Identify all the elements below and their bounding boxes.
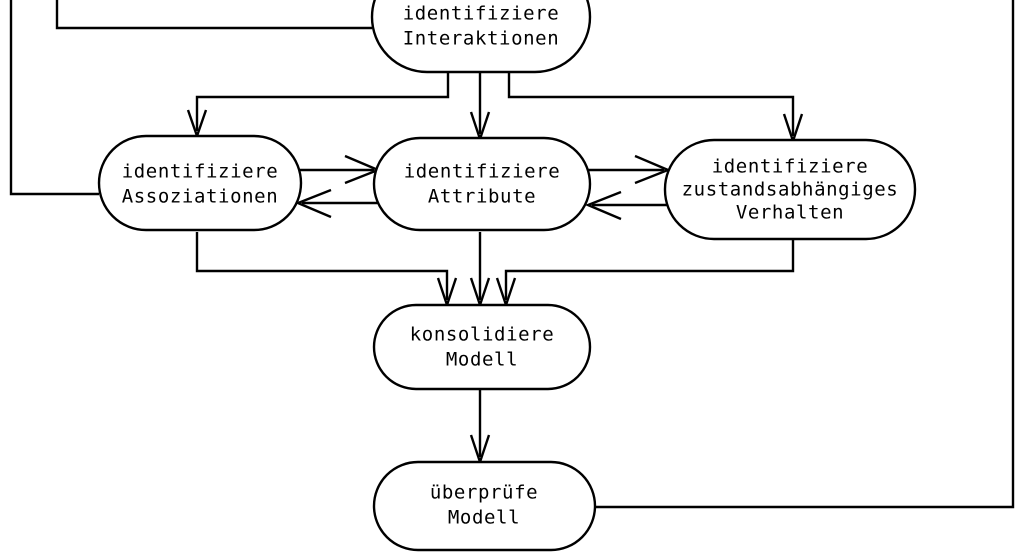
node-identify-interactions-line1: identifiziere <box>403 3 560 25</box>
node-consolidate-model-line2: Modell <box>446 349 518 371</box>
edge-interactions-to-associations <box>195 73 450 131</box>
node-identify-state-dependent-behaviour-line2: zustandsabhängiges <box>682 179 899 201</box>
edge-associations-to-consolidate <box>195 232 449 300</box>
node-identify-associations-line2: Assoziationen <box>122 186 279 208</box>
node-identify-interactions-shape <box>370 0 592 74</box>
node-identify-associations-line1: identifiziere <box>122 161 279 183</box>
node-identify-state-dependent-behaviour[interactable]: identifiziere zustandsabhängiges Verhalt… <box>663 138 917 241</box>
node-identify-state-dependent-behaviour-shape <box>663 138 917 241</box>
node-identify-attributes-line2: Attribute <box>428 186 536 208</box>
node-verify-model[interactable]: überprüfe Modell <box>372 460 597 552</box>
edge-behaviour-to-consolidate <box>504 239 795 300</box>
node-consolidate-model-shape <box>372 303 592 391</box>
edge-associations-to-interactions <box>9 0 99 196</box>
node-identify-attributes-line1: identifiziere <box>404 161 561 183</box>
node-identify-associations[interactable]: identifiziere Assoziationen <box>97 134 303 232</box>
node-identify-attributes-shape <box>372 136 592 232</box>
edge-interactions-to-behaviour <box>507 73 795 136</box>
edge-loop-into-interactions <box>55 0 372 30</box>
node-identify-interactions[interactable]: identifiziere Interaktionen <box>370 0 592 74</box>
node-identify-state-dependent-behaviour-line3: Verhalten <box>736 202 844 224</box>
node-identify-associations-shape <box>97 134 303 232</box>
node-verify-model-shape <box>372 460 597 552</box>
edge-verify-to-interactions <box>596 0 1015 509</box>
node-consolidate-model[interactable]: konsolidiere Modell <box>372 303 592 391</box>
node-identify-state-dependent-behaviour-line1: identifiziere <box>712 156 869 178</box>
node-consolidate-model-line1: konsolidiere <box>410 324 554 346</box>
node-identify-attributes[interactable]: identifiziere Attribute <box>372 136 592 232</box>
arrowhead-behaviour-to-attributes <box>584 190 622 221</box>
node-verify-model-line1: überprüfe <box>430 482 538 504</box>
node-identify-interactions-line2: Interaktionen <box>403 28 560 50</box>
node-verify-model-line2: Modell <box>448 507 520 529</box>
